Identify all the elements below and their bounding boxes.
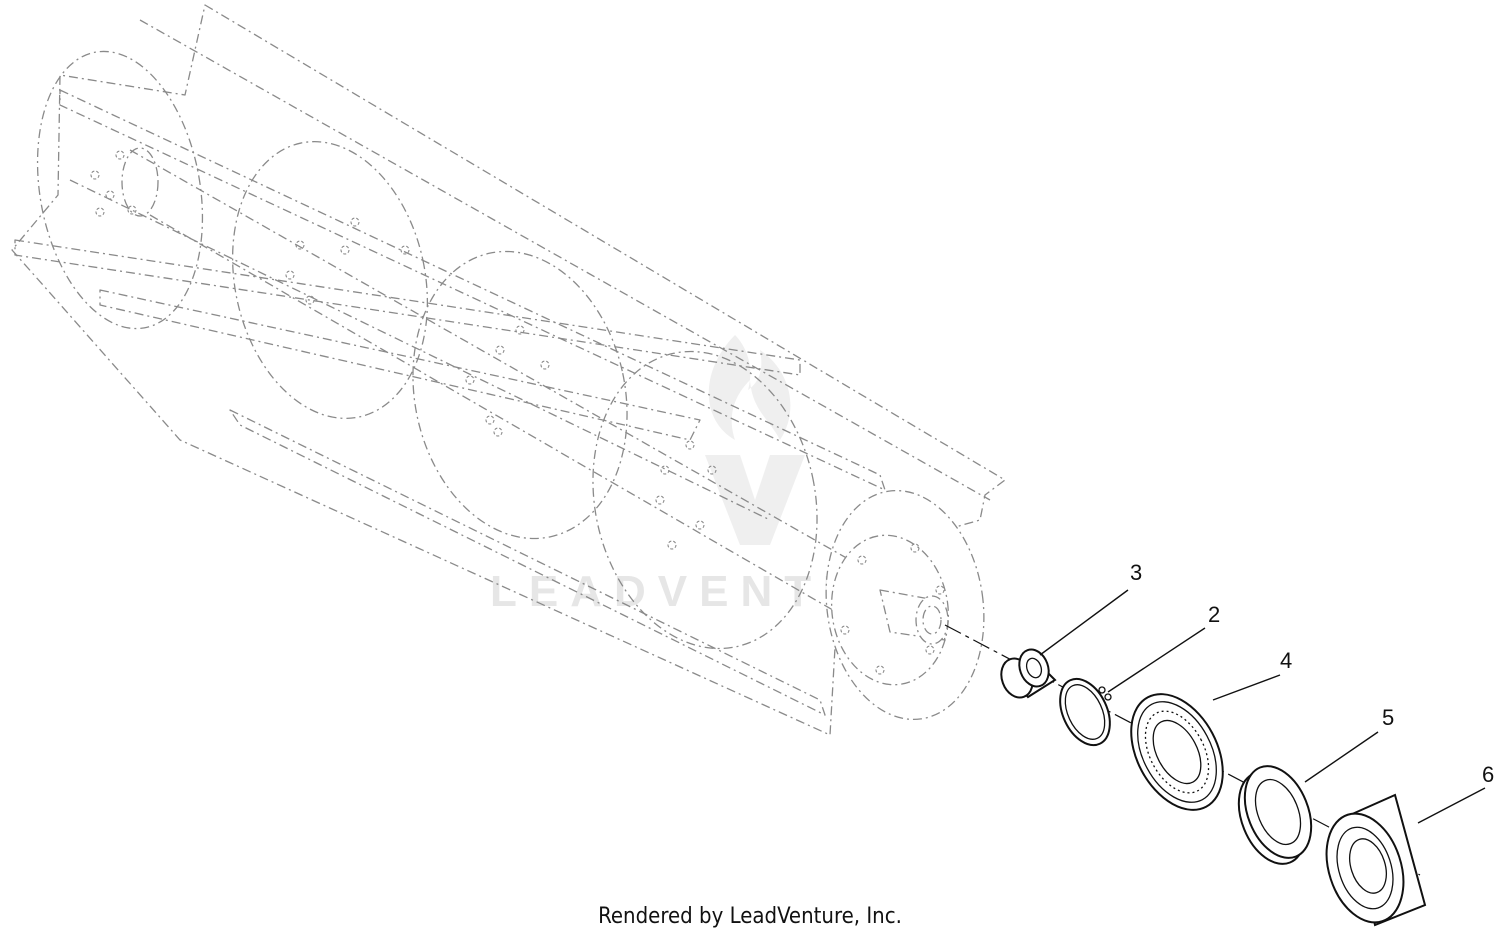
watermark-flame-icon — [708, 335, 791, 440]
callout-2: 2 — [1208, 602, 1220, 627]
leader-lines — [1039, 589, 1486, 824]
callout-5: 5 — [1382, 705, 1394, 730]
callout-4: 4 — [1280, 648, 1292, 673]
footer-credit: Rendered by LeadVenture, Inc. — [598, 904, 902, 929]
part-thrust-bearing — [1130, 693, 1224, 811]
watermark-v-icon — [705, 455, 805, 545]
reel-assembly-ghost — [11, 4, 1006, 736]
part-spacer — [1000, 648, 1057, 699]
callout-6: 6 — [1482, 762, 1494, 787]
part-retaining-ring — [1059, 677, 1112, 747]
part-ball-bearing — [1325, 793, 1427, 927]
callout-3: 3 — [1130, 560, 1142, 585]
callouts: 3 2 4 5 6 — [1130, 560, 1494, 787]
part-washer — [1237, 765, 1313, 865]
